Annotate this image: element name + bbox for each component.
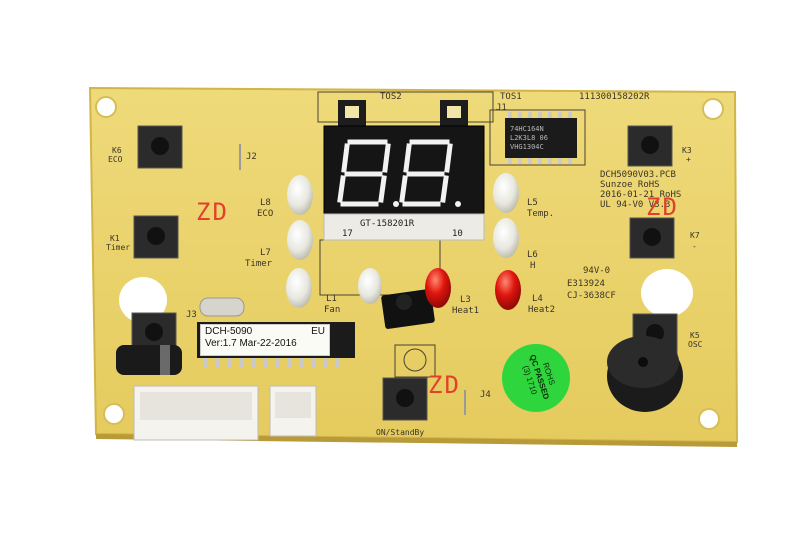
model-line-4: UL 94-V0 V3.3 xyxy=(600,200,671,210)
jumper-wires xyxy=(239,144,466,415)
label-l4: L4 xyxy=(532,294,543,304)
part-number: 111300158202R xyxy=(579,92,650,102)
led-l5 xyxy=(493,173,519,213)
mcu-sticker: DCH-5090 EU Ver:1.7 Mar-22-2016 xyxy=(200,324,330,356)
mcu-sticker-line-1: DCH-5090 EU xyxy=(205,326,325,338)
crystal-oscillator xyxy=(199,297,245,317)
electrolytic-capacitor xyxy=(116,345,182,375)
label-j1: J1 xyxy=(496,103,507,113)
label-j4: J4 xyxy=(480,390,491,400)
buzzer xyxy=(607,336,683,412)
led-l4-red xyxy=(495,270,521,310)
label-l6-h: H xyxy=(530,261,536,271)
qc-sticker xyxy=(502,344,570,412)
connector-large xyxy=(133,385,259,441)
display-pin-right: 10 xyxy=(452,229,463,239)
led-l3-red xyxy=(425,268,451,308)
label-k7: K7 xyxy=(690,231,700,240)
label-l4-heat2: Heat2 xyxy=(528,305,556,315)
label-l1-fan: Fan xyxy=(324,305,341,315)
label-l1: L1 xyxy=(326,294,337,304)
connector-small xyxy=(269,385,317,437)
label-j3: J3 xyxy=(186,310,197,320)
display-digit-segments xyxy=(337,139,453,207)
label-on-standby: ON/StandBy xyxy=(376,428,425,437)
label-tos1: TOS1 xyxy=(500,92,522,102)
tactile-switch-k6 xyxy=(137,125,183,169)
display-part-label: GT-158201R xyxy=(360,219,415,229)
ir-receiver xyxy=(381,289,435,329)
marker-zd-bottom: ZD xyxy=(428,371,461,399)
label-k1-timer: Timer xyxy=(106,243,131,252)
label-l6: L6 xyxy=(527,250,538,260)
led-l1 xyxy=(286,268,312,308)
led-l6 xyxy=(493,218,519,258)
label-k7-minus: - xyxy=(692,242,697,251)
label-k5-osc: OSC xyxy=(688,340,703,349)
label-k3: K3 xyxy=(682,146,692,155)
label-k3-plus: + xyxy=(686,155,691,164)
label-tos2: TOS2 xyxy=(380,92,402,102)
label-l3: L3 xyxy=(460,295,471,305)
model-line-3: 2016-01-21 RoHS xyxy=(600,190,682,200)
label-k1: K1 xyxy=(110,234,120,243)
ul-line-2: E313924 xyxy=(567,279,605,289)
label-l8-eco: ECO xyxy=(257,209,274,219)
mcu-version: Ver:1.7 Mar-22-2016 xyxy=(205,338,297,349)
led-center xyxy=(358,268,382,304)
mcu-model: DCH-5090 xyxy=(205,326,253,337)
ul-line-1: 94V-0 xyxy=(583,266,611,276)
model-line-1: DCH5090V03.PCB xyxy=(600,170,676,180)
label-l7: L7 xyxy=(260,248,271,258)
label-j2: J2 xyxy=(246,152,257,162)
led-l8 xyxy=(287,175,313,215)
label-k5: K5 xyxy=(690,331,700,340)
seven-segment-display xyxy=(323,125,485,241)
tactile-switch-k1 xyxy=(133,215,179,259)
label-l5-temp: Temp. xyxy=(527,209,555,219)
shift-ic-line-3: VHG1304C xyxy=(510,143,544,151)
label-k6: K6 xyxy=(112,146,122,155)
ul-line-3: CJ-3638CF xyxy=(567,291,616,301)
label-k6-eco: ECO xyxy=(108,155,123,164)
shift-register-chip xyxy=(505,112,577,164)
display-pin-left: 17 xyxy=(342,229,353,239)
tactile-switch-k3 xyxy=(627,125,673,167)
marker-zd-left: ZD xyxy=(196,198,229,226)
tactile-switch-on-standby xyxy=(382,377,428,421)
mcu-region: EU xyxy=(311,326,325,337)
label-l3-heat1: Heat1 xyxy=(452,306,480,316)
led-l7 xyxy=(287,220,313,260)
label-l8: L8 xyxy=(260,198,271,208)
marker-zd-right: ZD xyxy=(646,193,679,221)
model-line-2: Sunzoe RoHS xyxy=(600,180,660,190)
label-l5: L5 xyxy=(527,198,538,208)
label-l7-timer: Timer xyxy=(245,259,273,269)
shift-ic-line-1: 74HC164N xyxy=(510,125,544,133)
tactile-switch-k7 xyxy=(629,217,675,259)
mounting-holes xyxy=(95,96,724,430)
shift-ic-line-2: L2K3L8 06 xyxy=(510,134,548,142)
